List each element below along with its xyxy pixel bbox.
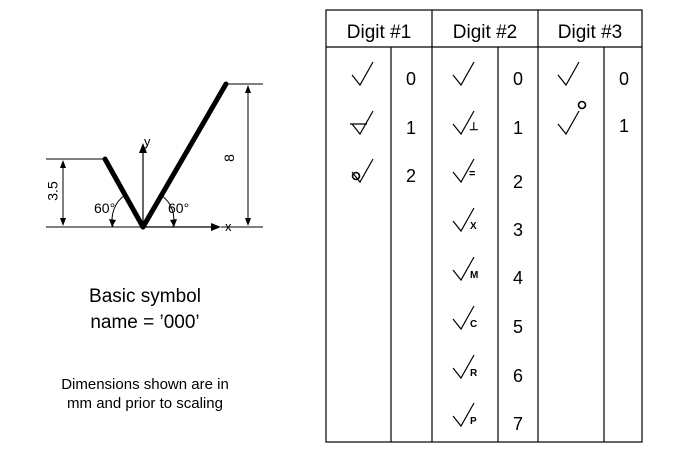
digit3-plain-check-icon	[557, 61, 580, 87]
digit2-value-2: 2	[512, 172, 523, 192]
symbol-long-leg	[140, 81, 229, 230]
plain-check-icon	[351, 61, 374, 87]
height-dim-arrow-bottom	[245, 218, 251, 226]
digit2-check-7	[452, 402, 475, 428]
symbol-short-leg	[102, 156, 146, 230]
r-mark: R	[470, 368, 478, 379]
digit3-value-0: 0	[618, 69, 629, 89]
dimension-note-line2: mm and prior to scaling	[67, 395, 223, 412]
short-dimension-label: 3.5	[44, 181, 61, 201]
dimension-note-line1: Dimensions shown are in	[61, 376, 229, 393]
digit2-value-3: 3	[512, 220, 523, 240]
digit2-value-1: 1	[512, 118, 523, 138]
digit1-value-0: 0	[405, 69, 416, 89]
y-axis-arrow	[139, 143, 147, 153]
c-mark: C	[470, 319, 478, 330]
left-angle-label: 60°	[94, 200, 116, 216]
digit1-value-2: 2	[405, 166, 416, 186]
header-digit-1: Digit #1	[346, 22, 412, 43]
y-axis-label: y	[144, 134, 151, 149]
height-dim-arrow-top	[245, 85, 251, 93]
short-dim-arrow-top	[60, 160, 66, 168]
m-mark: M	[470, 270, 479, 281]
digit2-check-2	[452, 158, 475, 184]
right-angle-arrow	[170, 219, 177, 227]
digit2-check-6	[452, 354, 475, 380]
x-mark: X	[470, 221, 477, 232]
perpendicular-mark: ⊥	[469, 121, 479, 133]
caption-name: name = ’000’	[90, 312, 200, 333]
caption-title: Basic symbol	[89, 286, 201, 307]
left-angle-arrow	[109, 219, 116, 227]
digit2-check-0	[452, 61, 475, 87]
circle-tail-check-icon	[557, 100, 587, 136]
digit2-value-4: 4	[512, 268, 523, 288]
digit2-check-4	[452, 256, 475, 282]
digit2-value-7: 7	[512, 414, 523, 434]
digit2-value-5: 5	[512, 317, 523, 337]
parallel-mark: =	[469, 168, 476, 180]
header-digit-2: Digit #2	[452, 22, 518, 43]
height-dimension-label: 8	[220, 154, 237, 162]
x-axis-label: x	[225, 219, 232, 234]
right-angle-label: 60°	[168, 200, 190, 216]
digit-table-frame	[325, 9, 643, 443]
digit2-check-3	[452, 207, 475, 233]
digit2-check-1	[452, 110, 475, 136]
circle-check-icon	[351, 158, 374, 184]
digit2-value-6: 6	[512, 366, 523, 386]
p-mark: P	[470, 416, 477, 427]
x-axis-arrow	[211, 223, 221, 231]
header-digit-3: Digit #3	[557, 22, 623, 43]
digit1-value-1: 1	[405, 118, 416, 138]
digit2-value-0: 0	[512, 69, 523, 89]
digit2-check-5	[452, 305, 475, 331]
digit3-value-1: 1	[618, 116, 629, 136]
triangle-check-icon	[350, 110, 374, 136]
short-dim-arrow-bottom	[60, 218, 66, 226]
